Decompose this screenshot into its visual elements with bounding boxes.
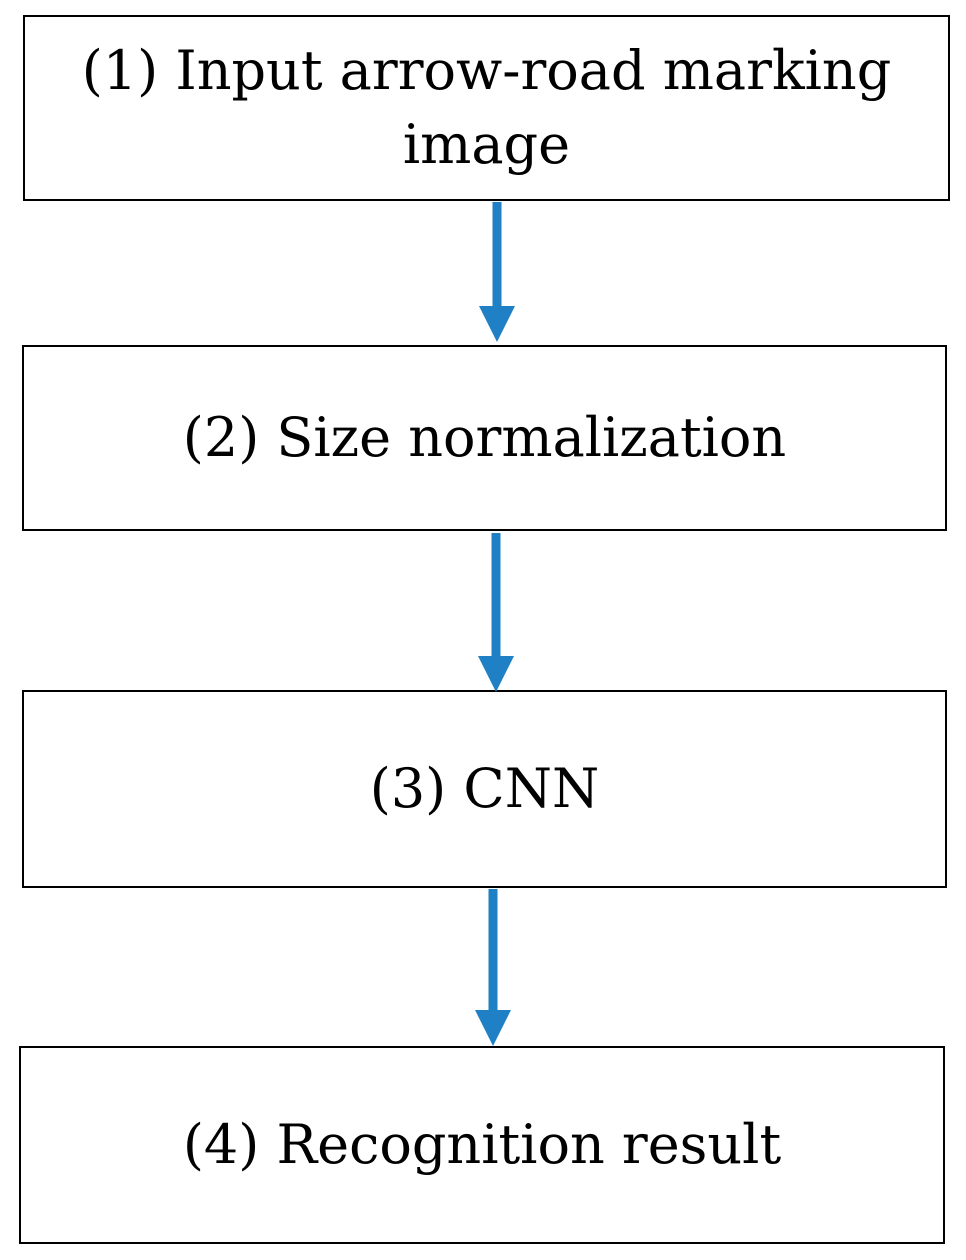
step-1-box: (1) Input arrow-road marking image (23, 15, 950, 201)
arrow-3-to-4 (475, 889, 511, 1046)
step-3-label: (3) CNN (369, 757, 600, 820)
step-2-label: (2) Size normalization (182, 406, 787, 469)
step-2-box: (2) Size normalization (22, 345, 947, 531)
step-4-box: (4) Recognition result (19, 1046, 945, 1244)
arrow-1-to-2 (479, 202, 515, 342)
arrow-2-to-3 (478, 533, 514, 692)
step-3-box: (3) CNN (22, 690, 947, 888)
step-4-label: (4) Recognition result (182, 1113, 782, 1176)
step-1-label: (1) Input arrow-road marking image (81, 39, 892, 176)
